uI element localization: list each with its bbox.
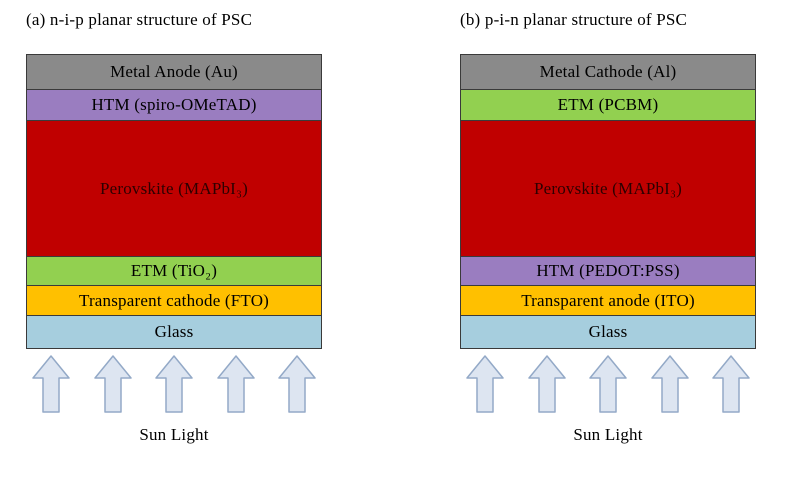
panel-nip-structure: (a) n-i-p planar structure of PSC Metal … (26, 10, 322, 484)
sun-light-arrow-icon (527, 355, 566, 413)
layer-etm: ETM (PCBM) (460, 89, 756, 121)
sun-light-arrow-icon (32, 355, 70, 413)
sun-light-arrow-icon (589, 355, 627, 413)
panel-title: (a) n-i-p planar structure of PSC (26, 10, 253, 29)
layer-perovskite: Perovskite (MAPbI₃) (26, 120, 322, 257)
layer-perovskite: Perovskite (MAPbI₃) (460, 120, 756, 257)
layer-etm: ETM (TiO₂) (26, 256, 322, 286)
layer-transparent-anode: Transparent anode (ITO) (460, 285, 756, 316)
sun-light-arrow-icon (216, 355, 255, 413)
sun-light-arrow-icon (466, 355, 504, 413)
arrow-row (26, 353, 322, 413)
layer-stack: Metal Anode (Au)HTM (spiro-OMeTAD)Perovs… (26, 54, 322, 349)
sun-light-arrow-icon (93, 355, 132, 413)
layer-htm: HTM (spiro-OMeTAD) (26, 89, 322, 121)
sun-light-label: Sun Light (139, 425, 209, 444)
sun-light-arrow-icon (650, 355, 689, 413)
arrow-row (460, 353, 756, 413)
layer-stack: Metal Cathode (Al)ETM (PCBM)Perovskite (… (460, 54, 756, 349)
sun-light-arrow-icon (712, 355, 750, 413)
sun-light-arrow-icon (278, 355, 316, 413)
panel-title: (b) p-i-n planar structure of PSC (460, 10, 688, 29)
panel-pin-structure: (b) p-i-n planar structure of PSC Metal … (460, 10, 756, 484)
layer-metal-anode: Metal Anode (Au) (26, 54, 322, 90)
sun-light-label: Sun Light (573, 425, 643, 444)
layer-glass: Glass (26, 315, 322, 349)
layer-htm: HTM (PEDOT:PSS) (460, 256, 756, 286)
layer-metal-cathode: Metal Cathode (Al) (460, 54, 756, 90)
layer-transparent-cathode: Transparent cathode (FTO) (26, 285, 322, 316)
layer-glass: Glass (460, 315, 756, 349)
sun-light-arrow-icon (155, 355, 193, 413)
